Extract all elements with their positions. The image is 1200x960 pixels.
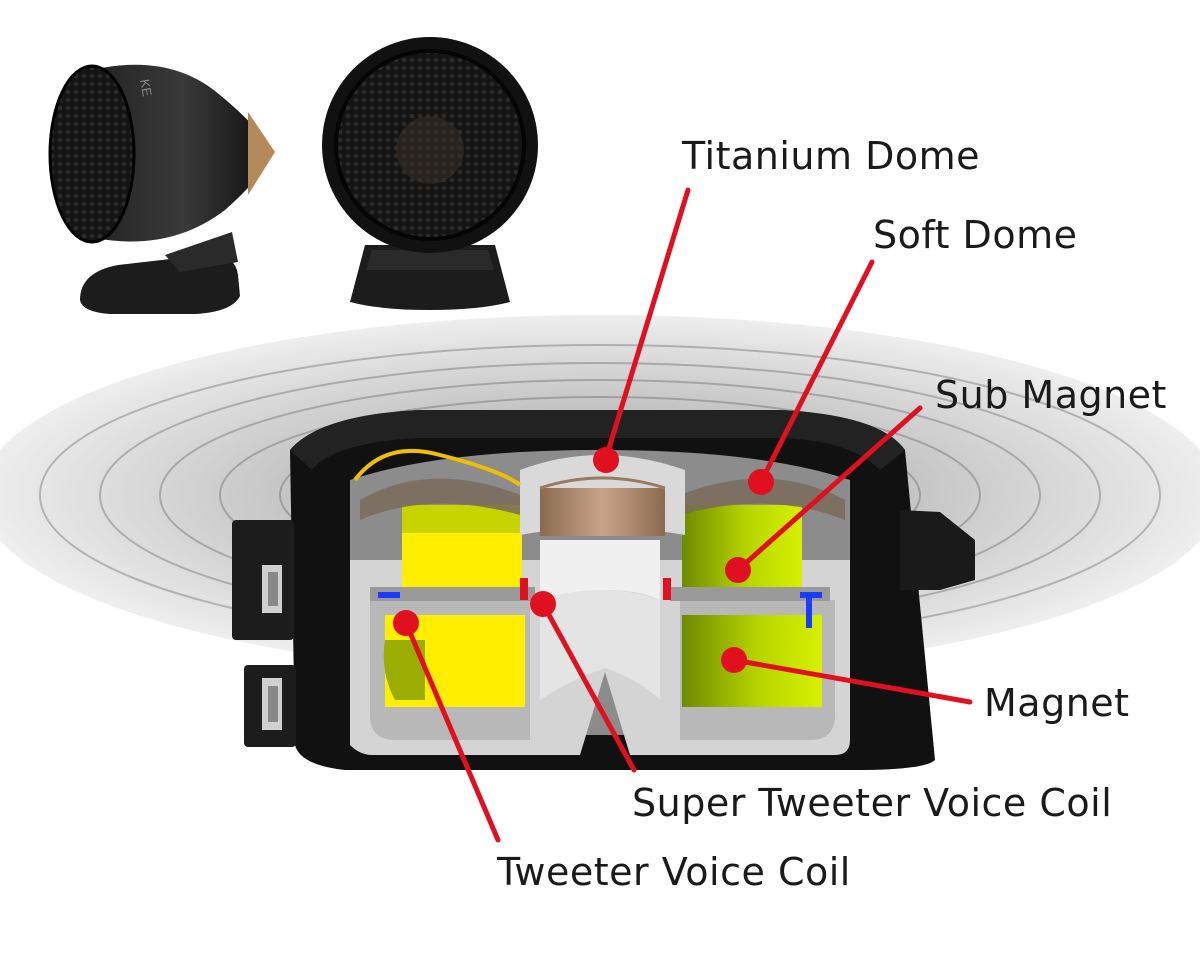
tweeter-front-view [322, 37, 538, 310]
label-super-tweeter-voice-coil: Super Tweeter Voice Coil [632, 781, 1113, 825]
callout-line-soft-dome [758, 259, 875, 485]
callout-lines [403, 187, 973, 843]
dot-soft-dome [748, 469, 774, 495]
label-soft-dome: Soft Dome [873, 213, 1078, 257]
dot-magnet [721, 647, 747, 673]
callout-line-magnet [731, 657, 973, 705]
dot-titanium-dome [593, 447, 619, 473]
label-sub-magnet: Sub Magnet [935, 373, 1167, 417]
label-tweeter-voice-coil: Tweeter Voice Coil [497, 850, 851, 894]
callout-line-sub-magnet [735, 405, 923, 573]
dot-sub-magnet [725, 557, 751, 583]
callout-line-super-tweeter-voice-coil [540, 601, 637, 773]
callout-line-tweeter-voice-coil [403, 620, 501, 843]
dot-tweeter-voice-coil [393, 610, 419, 636]
dot-super-tweeter-voice-coil [530, 591, 556, 617]
terminals [232, 510, 975, 747]
tweeter-side-view: KE [48, 64, 275, 314]
label-magnet: Magnet [984, 681, 1130, 725]
label-titanium-dome: Titanium Dome [682, 134, 981, 178]
brand-badge: KE [137, 78, 155, 98]
callout-dots [393, 447, 774, 673]
callout-line-titanium-dome [603, 187, 691, 461]
